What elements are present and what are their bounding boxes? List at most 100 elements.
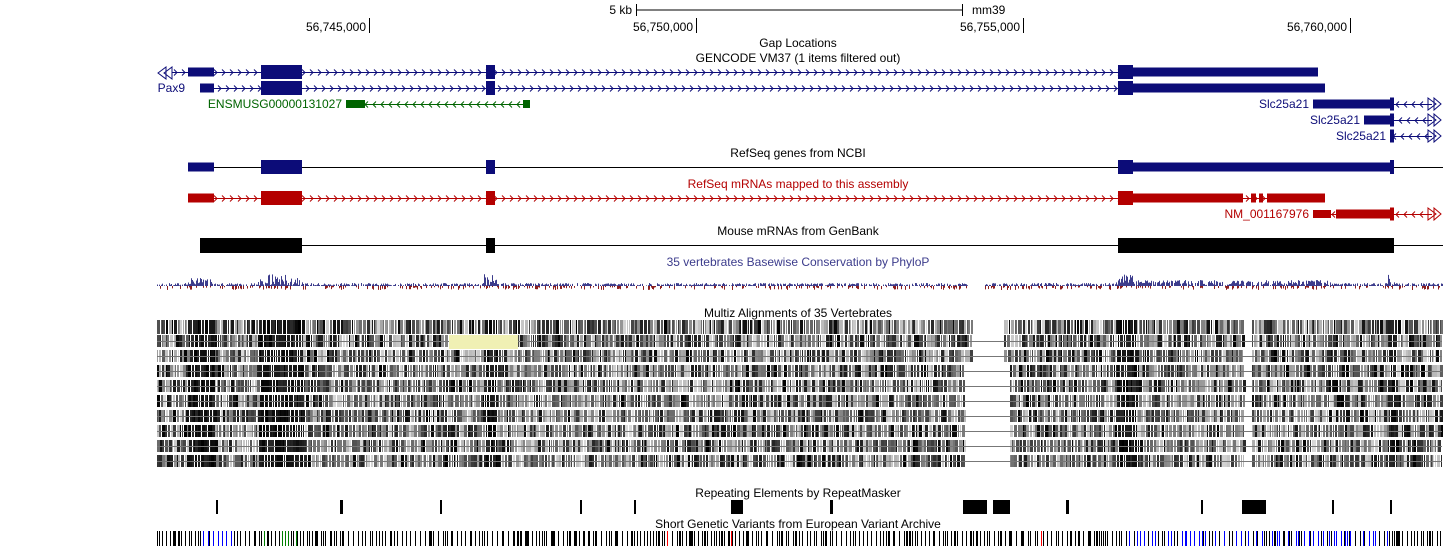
alignment-block [457, 320, 460, 334]
phylop-bar [794, 283, 795, 286]
phylop-bar [992, 283, 993, 286]
alignment-block [1140, 320, 1142, 334]
track-title-refseq-mrnas[interactable]: RefSeq mRNAs mapped to this assembly [687, 177, 909, 191]
exon-block [261, 160, 302, 174]
phylop-bar [1053, 283, 1054, 286]
phylop-bar [358, 286, 359, 289]
phylop-bar [296, 283, 297, 286]
track-title-mouse-mrnas[interactable]: Mouse mRNAs from GenBank [717, 224, 879, 238]
mouse-mrnas-track[interactable] [200, 238, 1443, 253]
strand-arrow [444, 101, 449, 108]
alignment-block [221, 320, 223, 334]
phylop-track[interactable] [157, 274, 1443, 290]
alignment-block [695, 320, 698, 334]
phylop-bar [1033, 285, 1034, 286]
phylop-bar [198, 283, 199, 286]
phylop-bar [334, 284, 335, 286]
strand-arrow [557, 69, 562, 76]
alignment-block [1137, 320, 1138, 334]
alignment-block [1091, 320, 1093, 334]
exon-block [1336, 209, 1390, 219]
phylop-bar [561, 286, 562, 289]
strand-arrow [893, 69, 898, 76]
strand-arrow [953, 85, 958, 92]
phylop-bar [1115, 284, 1116, 286]
strand-arrow [413, 195, 418, 202]
phylop-bar [993, 286, 994, 289]
alignment-block [764, 320, 767, 334]
track-title-repeatmasker[interactable]: Repeating Elements by RepeatMasker [695, 486, 901, 500]
phylop-bar [1075, 284, 1076, 286]
phylop-bar [616, 285, 617, 286]
strand-arrow [477, 69, 482, 76]
gene-label-slc25a21[interactable]: Slc25a21 [1309, 113, 1360, 127]
alignment-block [1344, 320, 1347, 334]
phylop-bar [659, 284, 660, 286]
alignment-block [1186, 320, 1188, 334]
gene-label-slc25a21[interactable]: Slc25a21 [1258, 97, 1309, 111]
alignment-block [1189, 320, 1192, 334]
track-title-refseq-genes[interactable]: RefSeq genes from NCBI [730, 146, 866, 160]
phylop-bar [431, 285, 432, 286]
phylop-bar [344, 283, 345, 286]
alignment-block [1201, 320, 1204, 334]
phylop-bar [627, 286, 628, 288]
phylop-bar [572, 283, 573, 286]
phylop-bar [828, 284, 829, 286]
phylop-bar [190, 283, 191, 286]
phylop-bar [1021, 283, 1022, 286]
gene-label-slc25a21[interactable]: Slc25a21 [1335, 129, 1386, 143]
alignment-block [942, 320, 943, 334]
alignment-block [242, 320, 243, 334]
phylop-bar [217, 284, 218, 286]
phylop-bar [950, 284, 951, 286]
phylop-bar [917, 285, 918, 286]
phylop-bar [607, 283, 608, 286]
phylop-bar [438, 284, 439, 286]
gencode-track[interactable] [157, 65, 1442, 144]
strand-arrow [245, 195, 250, 202]
phylop-bar [378, 286, 379, 290]
phylop-bar [336, 283, 337, 286]
strand-arrow [221, 195, 226, 202]
phylop-bar [749, 284, 750, 286]
alignment-block [1328, 320, 1329, 334]
phylop-bar [272, 274, 273, 286]
phylop-bar [267, 283, 268, 286]
track-title-multiz[interactable]: Multiz Alignments of 35 Vertebrates [703, 306, 893, 320]
gene-label-nm-001167976[interactable]: NM_001167976 [1224, 207, 1309, 221]
alignment-block [513, 320, 516, 334]
alignment-block [287, 320, 290, 334]
track-title-phylop[interactable]: 35 vertebrates Basewise Conservation by … [666, 255, 930, 269]
exon-block [188, 193, 214, 203]
alignment-block [693, 320, 695, 334]
exon-block [1133, 193, 1243, 203]
phylop-bar [617, 286, 618, 289]
track-title-gap[interactable]: Gap Locations [759, 36, 837, 50]
phylop-bar [888, 283, 889, 286]
phylop-bar [464, 283, 465, 286]
alignment-block [256, 320, 257, 334]
multiz-track[interactable] [157, 320, 1443, 467]
gene-label-pax9[interactable]: Pax9 [157, 81, 185, 95]
refseq-mrnas-track[interactable] [188, 191, 1442, 222]
alignment-block [215, 320, 217, 334]
phylop-bar [1248, 281, 1249, 286]
alignment-block [1130, 320, 1133, 334]
gene-label-ensmusg[interactable]: ENSMUSG00000131027 [207, 97, 342, 111]
phylop-bar [366, 284, 367, 286]
strand-arrow [1395, 101, 1400, 108]
alignment-block [546, 320, 549, 334]
phylop-bar [1306, 280, 1307, 286]
alignment-block [1287, 320, 1289, 334]
phylop-bar [520, 283, 521, 286]
refseq-genes-track[interactable] [188, 160, 1443, 174]
phylop-bar [932, 284, 933, 286]
track-title-gencode[interactable]: GENCODE VM37 (1 items filtered out) [695, 51, 901, 65]
strand-arrow [809, 85, 814, 92]
track-title-eva[interactable]: Short Genetic Variants from European Var… [655, 517, 941, 531]
alignment-block [1300, 320, 1302, 334]
phylop-bar [1263, 283, 1264, 286]
phylop-bar [408, 284, 409, 286]
